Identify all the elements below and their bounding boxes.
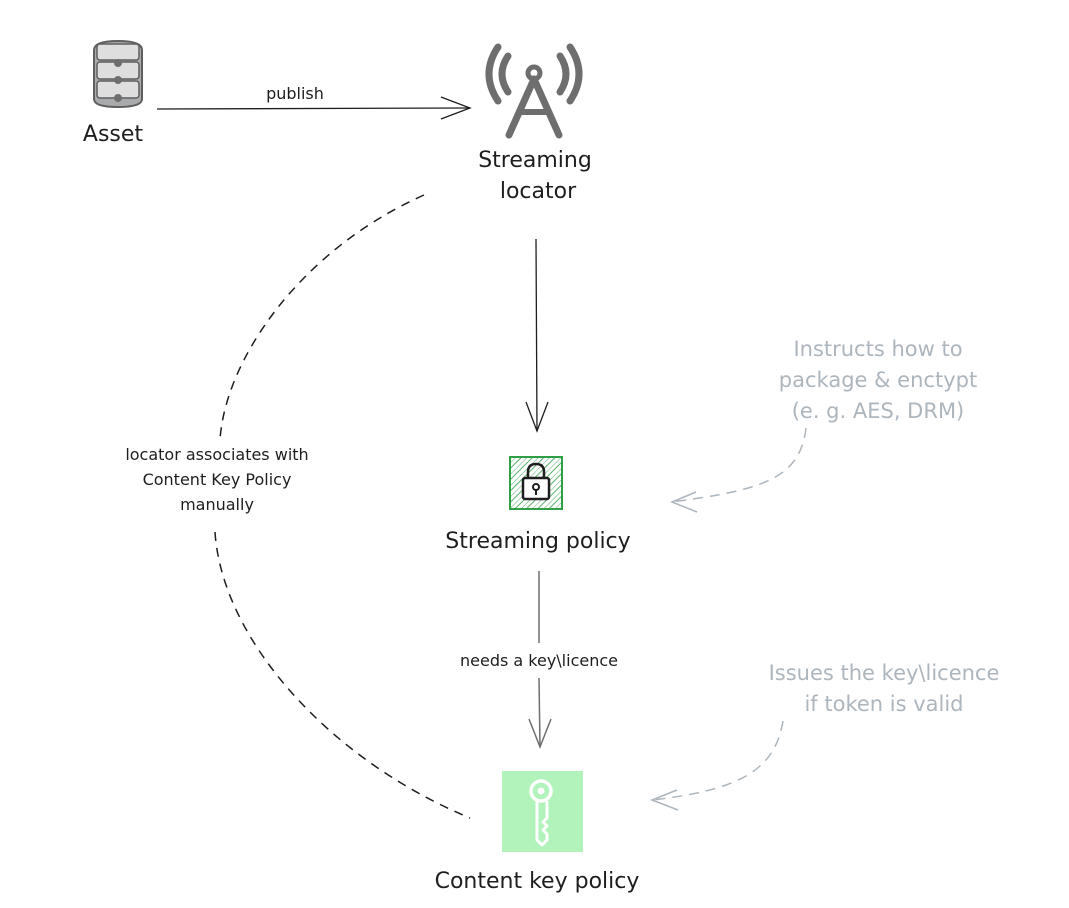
locator-association-connector [214, 194, 471, 819]
publish-label: publish [266, 84, 324, 103]
locator-association-label-line-2: Content Key Policy [143, 470, 292, 489]
locator-to-streaming-policy-arrow [525, 238, 549, 433]
key-icon [502, 771, 583, 852]
streaming-policy-note-connector [670, 427, 807, 513]
asset-label: Asset [83, 122, 144, 147]
streaming-locator-label-line-1: Streaming [478, 148, 592, 173]
needs-key-label: needs a key\licence [460, 651, 618, 670]
padlock-icon [509, 456, 563, 510]
streaming-policy-label: Streaming policy [445, 529, 630, 554]
content-key-note-connector [649, 720, 784, 811]
streaming-policy-note-line-1: Instructs how to [793, 337, 962, 361]
publish-arrow [156, 96, 472, 120]
locator-association-label-line-1: locator associates with [125, 445, 308, 464]
antenna-icon [485, 43, 583, 139]
streaming-policy-note-line-2: package & enctypt [779, 368, 977, 392]
content-key-note-line-1: Issues the key\licence [769, 661, 1000, 685]
content-key-policy-label: Content key policy [435, 869, 640, 894]
needs-key-arrow [528, 571, 552, 750]
content-key-note-line-2: if token is valid [804, 692, 963, 716]
locator-association-label-line-3: manually [180, 495, 254, 514]
database-icon [93, 39, 143, 109]
streaming-policy-note-line-3: (e. g. AES, DRM) [792, 399, 965, 423]
streaming-locator-label-line-2: locator [500, 179, 577, 204]
